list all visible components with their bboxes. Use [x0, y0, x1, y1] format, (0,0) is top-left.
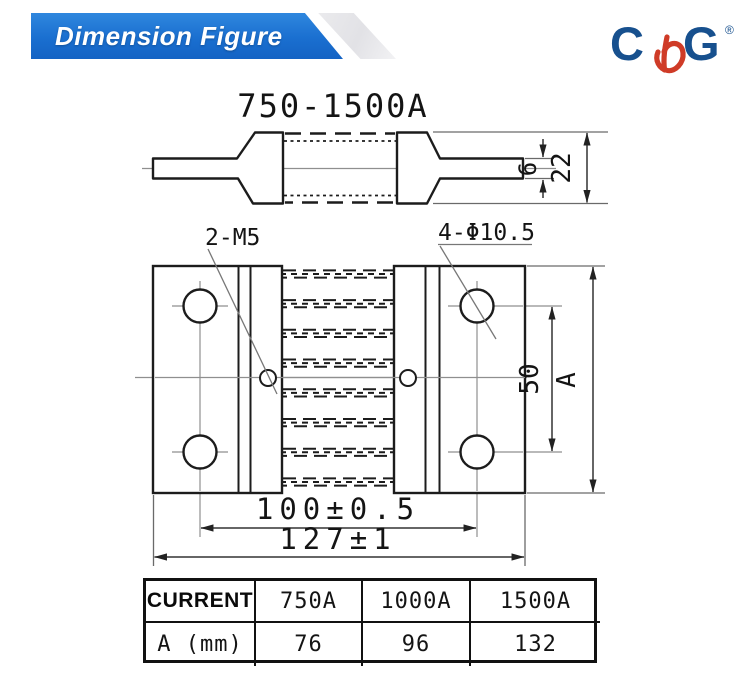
- spec-table-header-a-mm: A (mm): [146, 623, 256, 666]
- dim-text-terminal-height: 22: [547, 152, 577, 183]
- dim-text-overall-width: 127±1: [279, 522, 396, 556]
- label-thread-holes: 2-M5: [205, 225, 260, 251]
- logo-no-symbol-icon: [654, 34, 686, 74]
- mount-hole-bottom-right: [459, 434, 495, 470]
- label-mount-holes: 4-Φ10.5: [438, 220, 535, 246]
- element-strip-row: [282, 328, 395, 338]
- spec-table-a-1000: 96: [363, 623, 471, 666]
- dim-text-overall-height: A: [552, 372, 582, 388]
- page-title: Dimension Figure: [55, 21, 283, 51]
- side-view-extension-lines: [433, 131, 608, 205]
- front-view: 2-M5 4-Φ10.5 50 A 100±0.5 127±1: [135, 220, 605, 566]
- dim-text-hole-hspacing: 100±0.5: [256, 492, 420, 526]
- leader-mount-holes: [439, 245, 497, 340]
- spec-table-current-750: 750A: [256, 581, 363, 623]
- spec-table-current-1000: 1000A: [363, 581, 471, 623]
- spec-table-header-current: CURRENT: [146, 581, 256, 623]
- thread-hole-right: [399, 369, 417, 387]
- spec-table-a-750: 76: [256, 623, 363, 666]
- element-strip-row: [282, 299, 395, 309]
- dim-text-thickness: 6: [514, 162, 542, 176]
- drawing-title: 750-1500A: [237, 87, 428, 125]
- element-strip-row: [282, 418, 395, 428]
- thread-holes: [259, 369, 417, 387]
- side-view-left-terminal: [151, 131, 285, 205]
- leader-thread-holes: [207, 248, 278, 395]
- element-strip-row: [282, 477, 395, 487]
- block-inner-edges: [237, 266, 441, 493]
- front-extension-lines-bottom: [152, 495, 526, 566]
- brand-logo: C G ®: [610, 17, 734, 74]
- side-view-element-hidden-lines: [284, 132, 396, 204]
- spec-table-current-1500: 1500A: [471, 581, 600, 623]
- mount-hole-top-right: [459, 288, 495, 324]
- side-view-right-terminal: [395, 131, 525, 205]
- mounting-holes: [182, 288, 495, 470]
- registered-mark: ®: [725, 23, 734, 37]
- element-strip-row: [282, 358, 395, 368]
- spec-table: CURRENT 750A 1000A 1500A A (mm) 76 96 13…: [143, 578, 600, 666]
- element-strip-row: [282, 269, 395, 279]
- mount-hole-top-left: [182, 288, 218, 324]
- dim-text-hole-vspacing: 50: [515, 363, 545, 394]
- mount-hole-bottom-left: [182, 434, 218, 470]
- element-strip-row: [282, 388, 395, 398]
- thread-hole-left: [259, 369, 277, 387]
- spec-table-a-1500: 132: [514, 632, 557, 657]
- side-view: 6 22: [142, 131, 608, 205]
- header-banner: Dimension Figure: [31, 13, 343, 59]
- logo-letter-c: C: [610, 17, 644, 70]
- logo-letter-g: G: [683, 17, 720, 70]
- front-extension-lines-right: [527, 265, 605, 494]
- element-strip-row: [282, 447, 395, 457]
